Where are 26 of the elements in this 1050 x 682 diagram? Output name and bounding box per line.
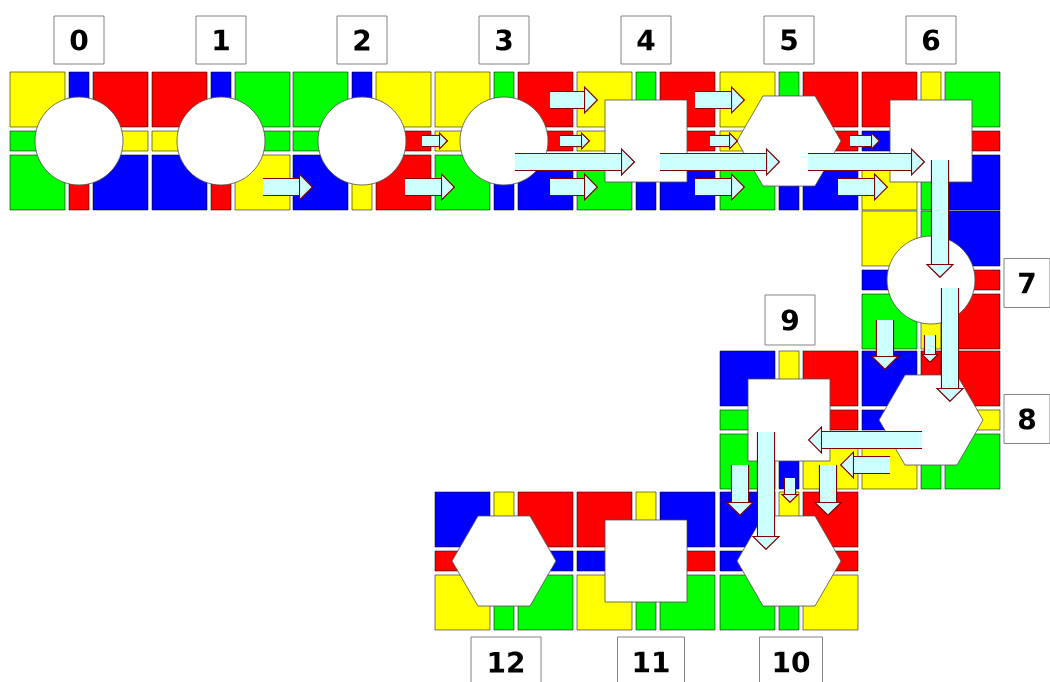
number-label: 12 <box>470 636 542 682</box>
tile-drawing <box>576 491 716 631</box>
number-label: 0 <box>53 15 105 65</box>
tile-drawing <box>719 350 859 490</box>
number-label: 7 <box>1003 258 1050 308</box>
tile-drawing <box>9 71 149 211</box>
tile-drawing <box>434 491 574 631</box>
number-label: 9 <box>764 294 816 346</box>
tile-drawing <box>861 210 1001 350</box>
tile-drawing <box>434 71 574 211</box>
tile-drawing <box>292 71 432 211</box>
number-label: 4 <box>620 15 672 65</box>
tile-drawing <box>576 71 716 211</box>
number-label: 5 <box>763 15 815 65</box>
number-label: 3 <box>478 15 530 65</box>
number-label: 2 <box>336 15 388 65</box>
number-label: 6 <box>905 15 957 65</box>
tile-drawing <box>151 71 291 211</box>
tile-drawing <box>719 71 859 211</box>
tile-drawing <box>719 491 859 631</box>
tile-drawing <box>861 350 1001 490</box>
number-label: 11 <box>617 636 685 682</box>
number-label: 8 <box>1003 394 1050 444</box>
tile-drawing <box>861 71 1001 211</box>
number-label: 10 <box>759 636 823 682</box>
number-label: 1 <box>195 15 247 65</box>
